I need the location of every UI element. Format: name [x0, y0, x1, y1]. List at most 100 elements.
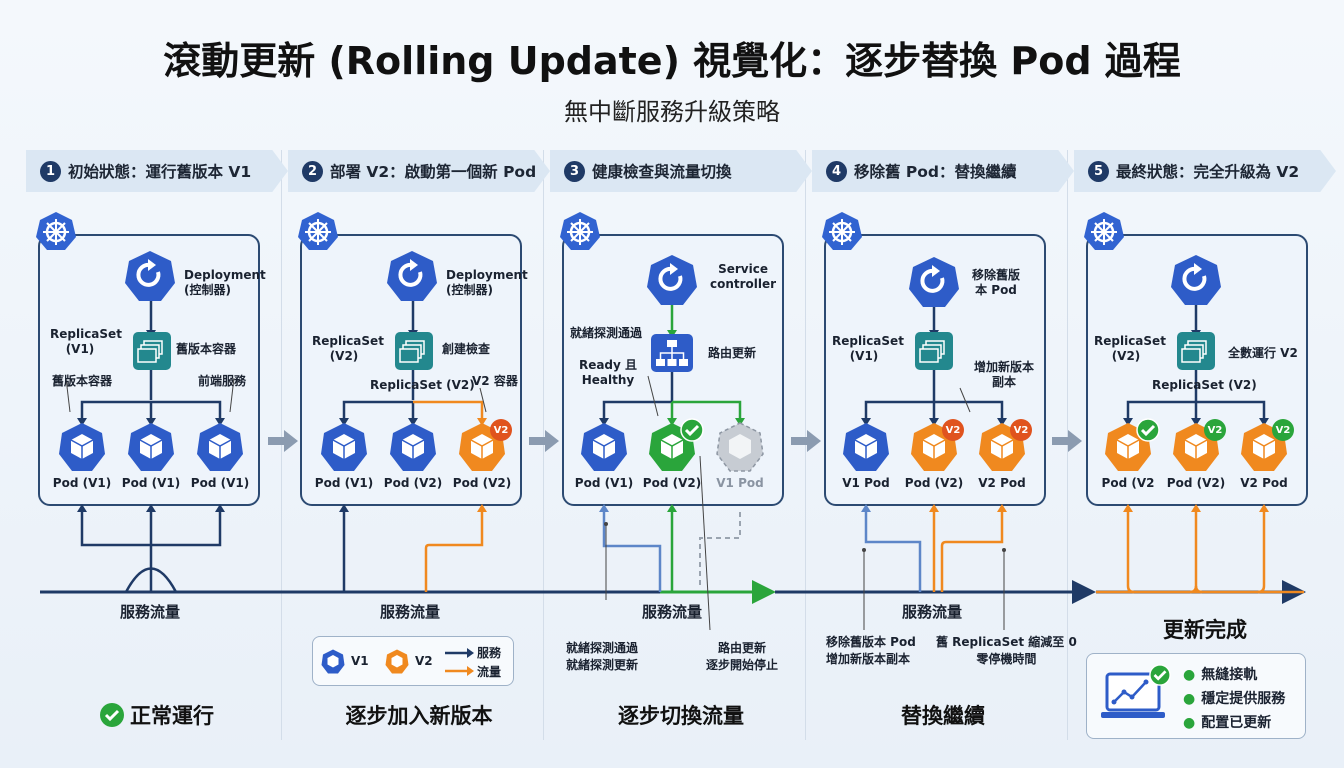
deployment-controller-icon	[125, 251, 175, 301]
replicaset-label: ReplicaSet(V2)	[1094, 334, 1166, 363]
pod-label: Pod (V1)	[190, 476, 250, 490]
step-arrow-icon	[529, 430, 559, 452]
pod-v1-icon	[197, 423, 243, 471]
step-4-status: 替換繼續	[901, 704, 985, 728]
legend-traffic-label: 服務	[477, 646, 502, 660]
kubernetes-icon	[822, 212, 862, 250]
step-number: 1	[40, 160, 61, 182]
pod-v1-icon	[59, 423, 105, 471]
check-circle-icon	[1136, 418, 1160, 442]
readiness-label: 就緒探測通過	[570, 326, 643, 340]
pod-label: V2 Pod	[1240, 476, 1288, 490]
replicaset-below-label: ReplicaSet (V2)	[370, 378, 475, 392]
summary-item: ●配置已更新	[1183, 711, 1285, 735]
step-1-status: 正常運行	[26, 700, 288, 730]
kubernetes-icon	[298, 212, 338, 250]
page-title: 滾動更新 (Rolling Update) 視覺化：逐步替換 Pod 過程	[163, 39, 1181, 83]
step-header-label: 健康檢查與流量切換	[592, 163, 732, 181]
pod-label: V1 Pod	[842, 476, 890, 490]
pod-label: Pod (V1)	[121, 476, 181, 490]
step-5-status: 更新完成	[1163, 618, 1247, 642]
legend: V1 V2 服務 流量	[312, 636, 514, 686]
step-2-wires	[339, 300, 487, 592]
step-arrow-icon	[791, 430, 821, 452]
pod-v1-icon	[128, 423, 174, 471]
summary-box: ● 無縫接軌 ●穩定提供服務 ●配置已更新	[1086, 653, 1306, 739]
step-number: 3	[564, 160, 585, 182]
laptop-chart-icon	[1101, 672, 1165, 718]
step-header-label: 最終狀態：完全升級為 V2	[1116, 163, 1300, 181]
legend-v2-label: V2	[415, 654, 433, 668]
step-arrow-icon	[268, 430, 298, 452]
step-5-wires	[1096, 300, 1304, 594]
replicaset-label: ReplicaSet(V2)	[312, 334, 384, 363]
replicaset-icon	[133, 332, 171, 370]
v2-badge: V2	[1010, 419, 1032, 441]
pod-v1-icon	[390, 423, 436, 471]
scale-up-label: 增加新版本副本	[974, 360, 1035, 389]
step-1-header: 1 初始狀態：運行舊版本 V1	[26, 150, 288, 192]
legend-v1-label: V1	[351, 654, 369, 668]
network-router-icon	[651, 334, 693, 372]
replicaset-side-label: 舊版本容器	[176, 342, 237, 356]
all-v2-label: 全數運行 V2	[1228, 346, 1298, 360]
step-4-wires	[861, 300, 1007, 630]
summary-list: ● 無縫接軌 ●穩定提供服務 ●配置已更新	[1183, 663, 1285, 735]
remove-old-pod-label: 移除舊版本 Pod	[972, 268, 1021, 297]
check-circle-icon: ●	[1183, 715, 1196, 731]
frontend-service-label: 前端服務	[198, 374, 247, 388]
step-header-label: 初始狀態：運行舊版本 V1	[68, 163, 252, 181]
replicaset-label: ReplicaSet(V1)	[832, 334, 904, 363]
v2-badge: V2	[1204, 419, 1226, 441]
old-container-label: 舊版本容器	[52, 374, 113, 388]
step-header-label: 部署 V2：啟動第一個新 Pod	[330, 163, 537, 181]
replicaset-label: ReplicaSet(V1)	[50, 327, 122, 356]
pod-v1-icon	[843, 423, 889, 471]
pod-label: Pod (V1)	[314, 476, 374, 490]
step-2-status: 逐步加入新版本	[345, 704, 493, 728]
legend-traffic-arrows	[445, 648, 474, 676]
check-circle-icon: ●	[1183, 667, 1196, 683]
check-circle-icon	[1149, 664, 1171, 686]
pod-label: Pod (V2)	[642, 476, 702, 490]
replicaset-icon	[395, 332, 433, 370]
pod-label: Pod (V2)	[452, 476, 512, 490]
page-subtitle: 無中斷服務升級策略	[564, 98, 780, 126]
step-3-header: 3 健康檢查與流量切換	[550, 150, 812, 192]
traffic-label: 服務流量	[380, 603, 441, 621]
readiness-note: 就緒探測通過就緒探測更新	[566, 641, 639, 672]
service-controller-icon	[647, 255, 697, 305]
pod-v1-icon	[581, 423, 627, 471]
step-1-wires	[65, 300, 235, 593]
deployment-controller-icon	[909, 257, 959, 307]
legend-v1-icon	[321, 649, 345, 674]
step-number: 4	[826, 160, 847, 182]
routing-note: 路由更新逐步開始停止	[706, 641, 779, 672]
v2-badge: V2	[490, 419, 512, 441]
traffic-label: 服務流量	[642, 603, 703, 621]
pod-label: Pod (V1)	[574, 476, 634, 490]
pod-label: Pod (V2)	[383, 476, 443, 490]
deployment-controller-icon	[1171, 255, 1221, 305]
replicaset-icon	[1177, 332, 1215, 370]
replicaset-icon	[915, 332, 953, 370]
pod-label: Pod (V2	[1101, 476, 1155, 490]
legend-v2-icon	[385, 649, 409, 674]
summary-text: 無縫接軌	[1201, 667, 1258, 683]
status-text: 正常運行	[130, 704, 214, 728]
check-circle-icon	[100, 703, 124, 727]
summary-item: ● 無縫接軌	[1183, 663, 1285, 687]
step-number: 5	[1088, 160, 1109, 182]
summary-item: ●穩定提供服務	[1183, 687, 1285, 711]
pod-label: V2 Pod	[978, 476, 1026, 490]
step-3-status: 逐步切換流量	[618, 704, 744, 728]
pod-label: Pod (V2)	[904, 476, 964, 490]
step-number: 2	[302, 160, 323, 182]
